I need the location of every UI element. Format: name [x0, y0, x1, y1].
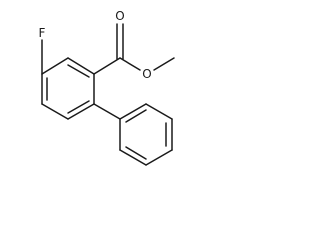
methyl-ester-group: O O: [93, 9, 175, 81]
bond-p5-p6: [119, 149, 147, 166]
bond-ring-to-phenyl: [93, 103, 121, 120]
fluorinated-benzene-ring: [41, 57, 95, 120]
inner-double-bond-c4-c5: [67, 100, 90, 114]
bond-p2-p3: [145, 103, 173, 120]
inner-double-bond-c6-c1: [67, 64, 90, 78]
carbonyl-oxygen-label: O: [115, 9, 124, 23]
ester-oxygen-label: O: [142, 67, 151, 81]
chemical-structure-diagram: F O O: [39, 9, 175, 166]
bond-p1-p2: [119, 103, 147, 120]
inner-double-bond-p5-p6: [125, 146, 147, 160]
bond-c4-c5: [67, 103, 95, 120]
bond-c6-c1: [67, 57, 95, 75]
phenyl-ring: [119, 103, 173, 166]
bond-carbonyl-to-ester-oxygen: [119, 57, 141, 71]
inner-double-bond-p1-p2: [125, 109, 147, 123]
fluorine-atom-label: F: [39, 26, 46, 40]
bond-ring-to-carbonyl: [93, 57, 121, 75]
bond-ester-oxygen-to-methyl: [153, 57, 175, 71]
bond-p4-p5: [145, 149, 173, 166]
bond-c1-c2: [41, 57, 69, 75]
bond-c3-c4: [41, 103, 69, 120]
